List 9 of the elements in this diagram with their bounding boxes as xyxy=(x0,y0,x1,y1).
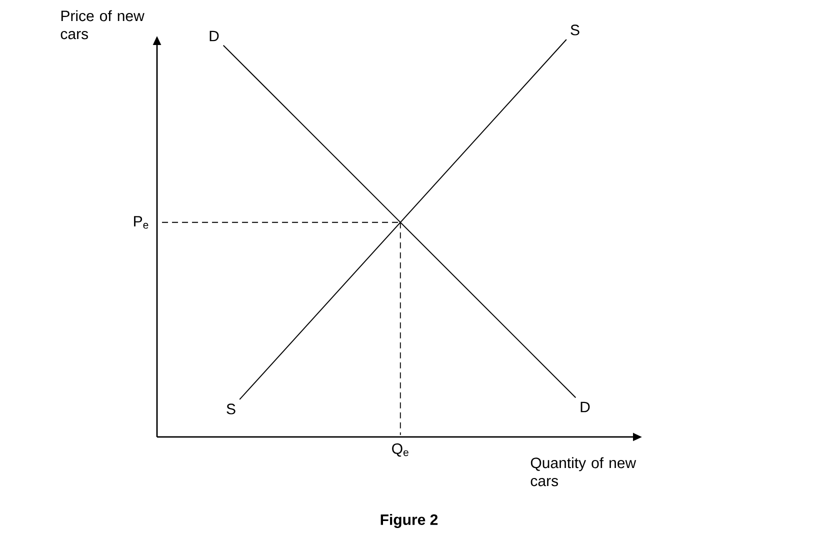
curve-label: S xyxy=(226,404,236,414)
price-label: P$_{e}$ xyxy=(134,216,148,229)
curve-label: D xyxy=(210,30,219,42)
curve-label: D xyxy=(580,402,590,412)
quantity-label: Q$_{e}$ xyxy=(392,443,408,457)
axis-label: Quantity of new cars xyxy=(530,457,636,486)
curve-label: S xyxy=(570,24,580,36)
axis-label: Price of new cars xyxy=(60,10,144,40)
caption: Figure 2 xyxy=(380,514,438,528)
